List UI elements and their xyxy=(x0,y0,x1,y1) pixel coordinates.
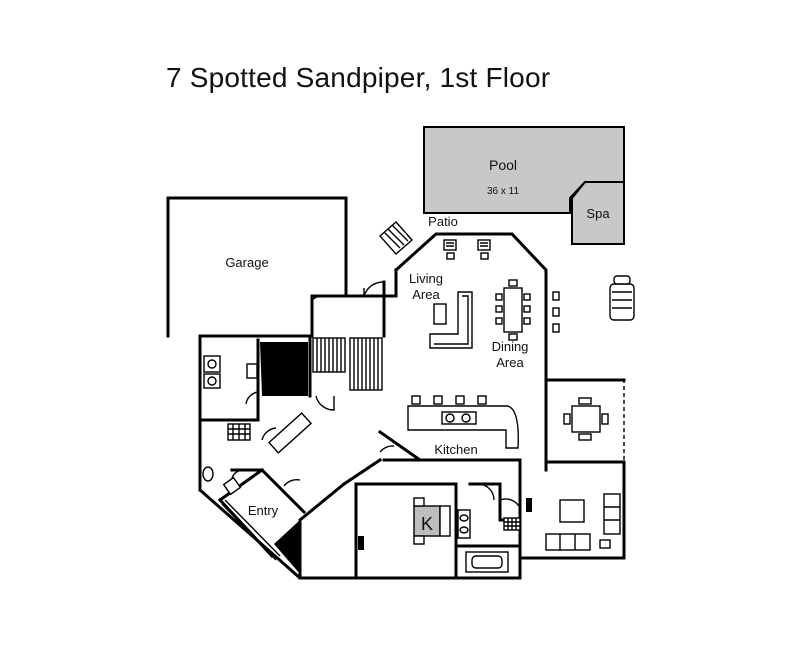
living-label-2: Area xyxy=(412,287,440,302)
garage: Garage xyxy=(166,196,348,338)
dark-stair-upper xyxy=(260,342,308,396)
sectional-sofa xyxy=(429,291,473,349)
dining-table xyxy=(495,279,531,341)
powder-room xyxy=(202,466,242,496)
patio-steps xyxy=(379,221,413,255)
kitchen-label: Kitchen xyxy=(434,442,477,457)
family-room-furniture xyxy=(526,493,621,551)
bed-letter: K xyxy=(421,514,433,534)
bed xyxy=(413,505,441,537)
spa-shape xyxy=(571,181,625,245)
kitchen-island xyxy=(407,395,519,449)
dining-label-2: Area xyxy=(496,355,524,370)
laundry xyxy=(203,355,258,389)
pool-size-label: 36 x 11 xyxy=(487,186,519,197)
master-bath xyxy=(457,509,521,573)
stairs xyxy=(260,337,383,574)
living-label-1: Living xyxy=(409,271,443,286)
lounge-chair xyxy=(609,275,635,321)
entry-label: Entry xyxy=(248,503,279,518)
spa-label: Spa xyxy=(586,206,610,221)
patio-chairs xyxy=(443,239,491,260)
dining-label-1: Dining xyxy=(492,339,529,354)
master-bedroom: K xyxy=(358,497,451,550)
entry-window xyxy=(221,499,281,561)
screened-porch xyxy=(546,379,625,462)
pool-label: Pool xyxy=(489,157,517,173)
plan-title: 7 Spotted Sandpiper, 1st Floor xyxy=(166,62,551,93)
side-windows xyxy=(552,291,560,333)
tv-mark xyxy=(526,498,532,512)
pool-area: Pool 36 x 11 Spa xyxy=(423,126,625,245)
garage-label: Garage xyxy=(225,255,268,270)
bedroom-tv-mark xyxy=(358,536,364,550)
patio-label: Patio xyxy=(428,214,458,229)
pantry-shelves xyxy=(227,423,251,441)
hall-closet xyxy=(267,412,313,454)
dark-stair-entry xyxy=(274,520,300,574)
door-swings xyxy=(231,281,521,509)
